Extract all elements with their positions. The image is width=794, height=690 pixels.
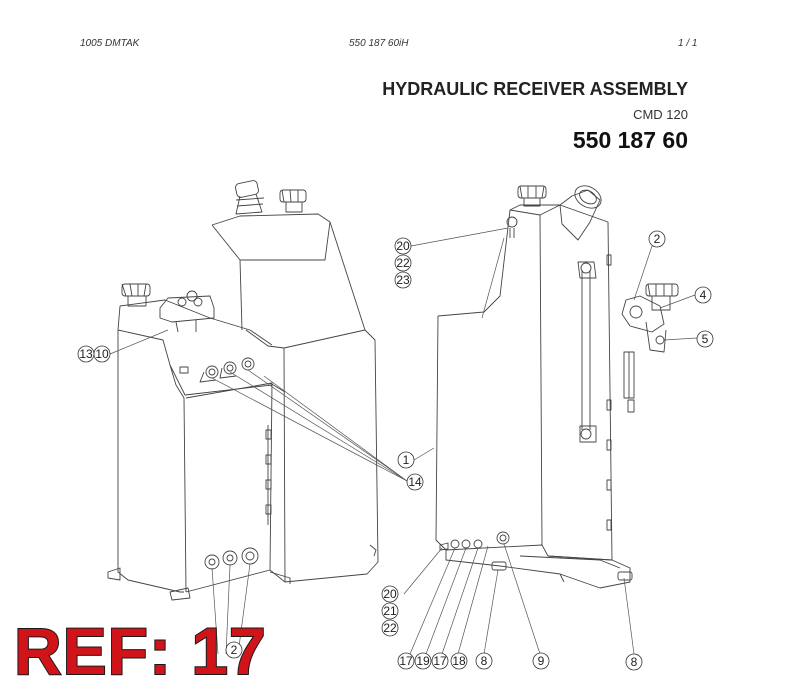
leader-lines <box>109 227 698 655</box>
right-tank <box>435 185 679 589</box>
callout-9: 9 <box>538 654 545 668</box>
callout-21: 21 <box>383 604 397 618</box>
callout-circles <box>77 230 714 671</box>
header-page-indicator: 1 / 1 <box>678 38 698 49</box>
callout-10: 10 <box>95 347 109 361</box>
callout-19: 19 <box>416 654 430 668</box>
callout-17-second: 17 <box>433 654 447 668</box>
callout-4: 4 <box>700 288 707 302</box>
header-code: 1005 DMTAK <box>80 38 140 49</box>
callout-5: 5 <box>702 332 709 346</box>
assembly-title: HYDRAULIC RECEIVER ASSEMBLY <box>382 79 688 99</box>
callout-20-top: 20 <box>396 239 410 253</box>
callout-14: 14 <box>408 475 422 489</box>
callout-8-right: 8 <box>631 655 638 669</box>
callout-22-top: 22 <box>396 256 410 270</box>
callout-1: 1 <box>403 453 410 467</box>
left-tank <box>107 180 379 601</box>
callout-2-right: 2 <box>654 232 661 246</box>
model-name: CMD 120 <box>633 107 688 122</box>
callout-13: 13 <box>79 347 93 361</box>
callout-17-first: 17 <box>399 654 413 668</box>
callout-18: 18 <box>452 654 466 668</box>
callout-2-bottom: 2 <box>231 643 238 657</box>
callout-20-bottom: 20 <box>383 587 397 601</box>
header-document-number: 550 187 60iH <box>349 38 409 49</box>
part-number: 550 187 60 <box>572 127 688 153</box>
callout-23: 23 <box>396 273 410 287</box>
callout-8-left: 8 <box>481 654 488 668</box>
reference-stamp: REF: 17 <box>13 614 267 688</box>
callout-22-bottom: 22 <box>383 621 397 635</box>
